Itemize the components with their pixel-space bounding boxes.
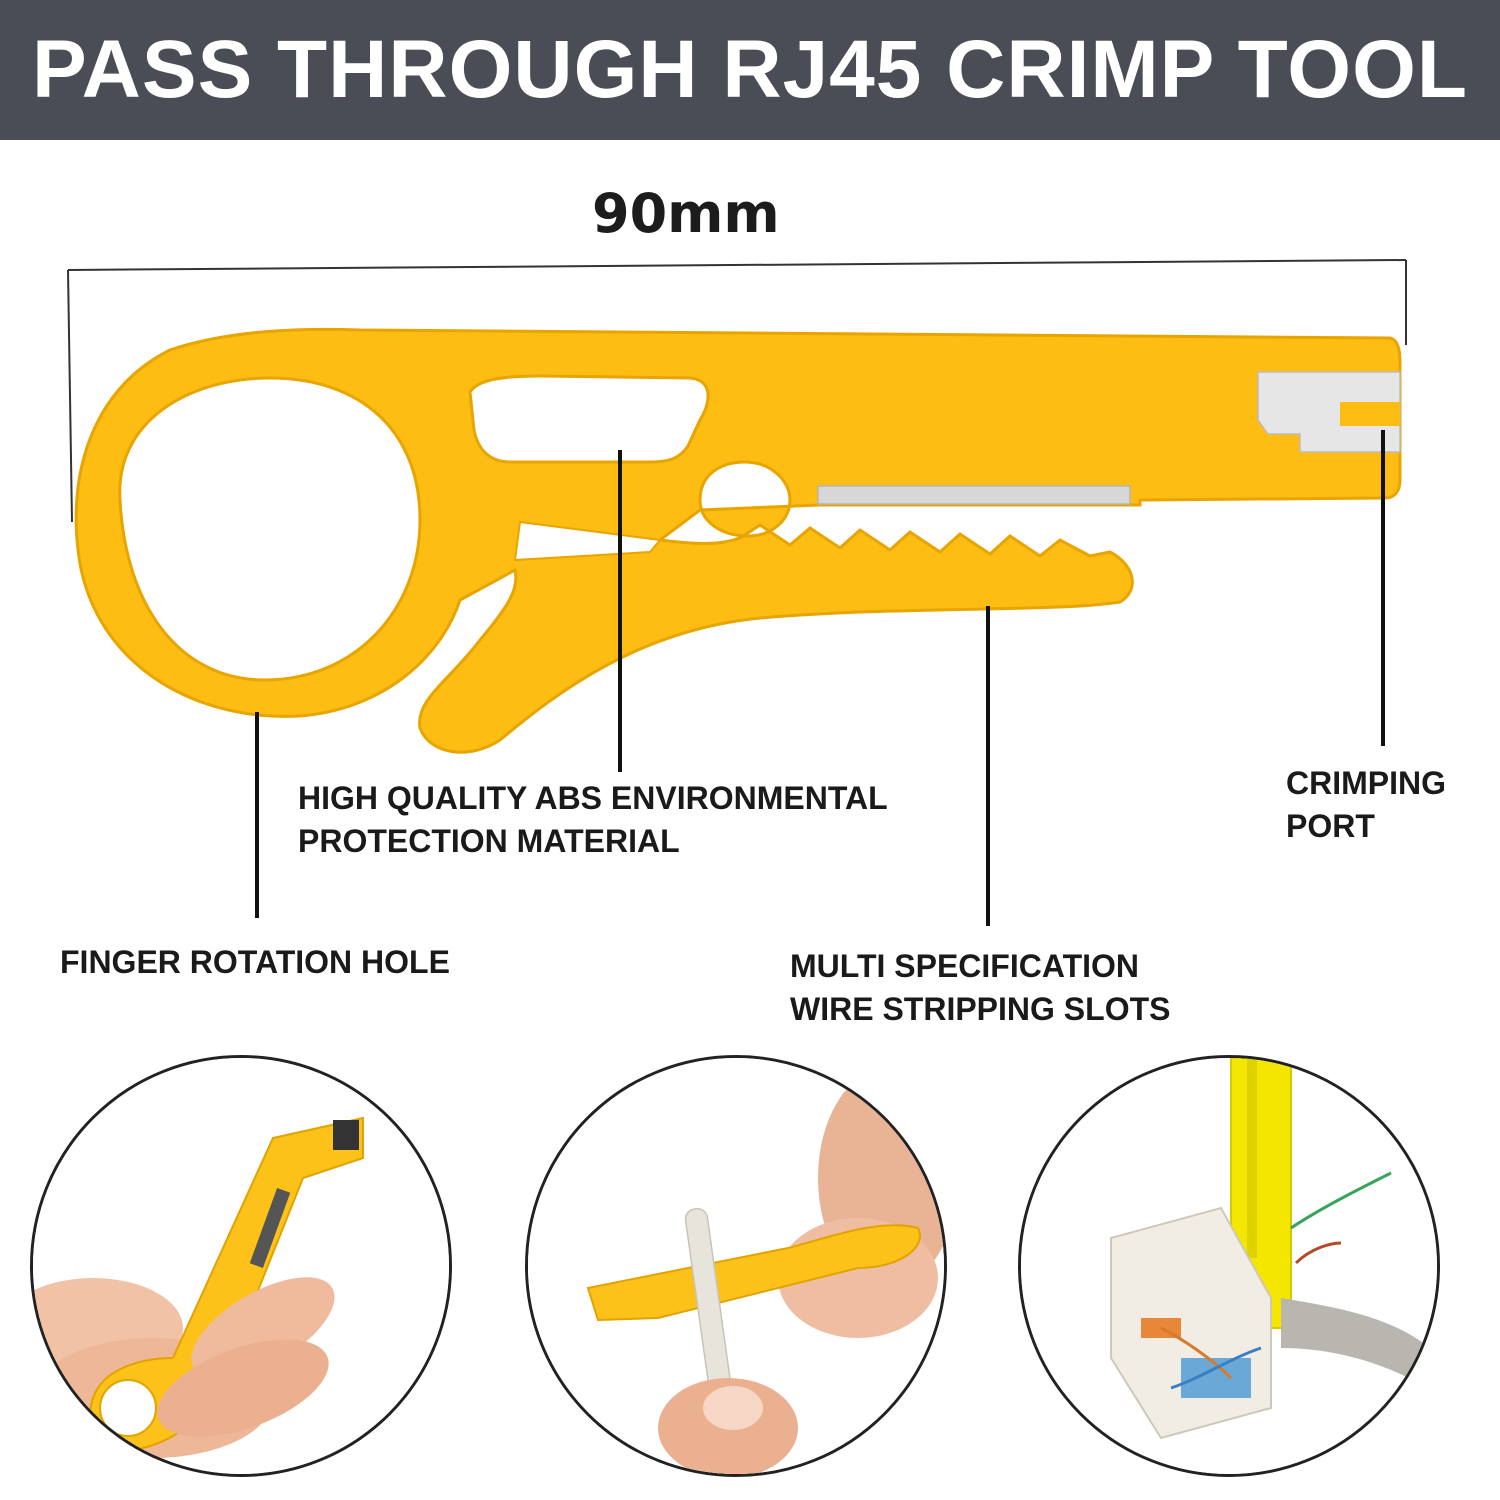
page-title: PASS THROUGH RJ45 CRIMP TOOL bbox=[32, 24, 1468, 115]
photo-keystone-jack bbox=[1018, 1055, 1440, 1477]
title-banner: PASS THROUGH RJ45 CRIMP TOOL bbox=[0, 0, 1500, 140]
hand-holding-tool-icon bbox=[33, 1058, 449, 1474]
photo-stripping-cable bbox=[525, 1055, 947, 1477]
keystone-jack-icon bbox=[1021, 1058, 1437, 1474]
stripping-cable-icon bbox=[528, 1058, 944, 1474]
callout-crimping-port: CRIMPING PORT bbox=[1286, 762, 1446, 848]
callout-material-line-1: HIGH QUALITY ABS ENVIRONMENTAL bbox=[298, 780, 888, 816]
callout-material-line-2: PROTECTION MATERIAL bbox=[298, 823, 680, 859]
leader-lines bbox=[255, 430, 1385, 926]
crimp-tool-icon bbox=[74, 327, 1402, 754]
tool-diagram bbox=[67, 259, 1407, 926]
callout-material: HIGH QUALITY ABS ENVIRONMENTAL PROTECTIO… bbox=[298, 777, 888, 863]
callout-stripping-slots: MULTI SPECIFICATION WIRE STRIPPING SLOTS bbox=[790, 945, 1170, 1031]
callout-crimping-line-2: PORT bbox=[1286, 808, 1375, 844]
callout-finger-line-1: FINGER ROTATION HOLE bbox=[60, 944, 450, 980]
callout-finger-hole: FINGER ROTATION HOLE bbox=[60, 941, 450, 984]
callout-crimping-line-1: CRIMPING bbox=[1286, 765, 1446, 801]
dimension-bracket bbox=[67, 259, 1407, 523]
dimension-label: 90mm bbox=[592, 182, 780, 245]
callout-slots-line-1: MULTI SPECIFICATION bbox=[790, 948, 1140, 984]
photo-hand-holding-tool bbox=[30, 1055, 452, 1477]
callout-slots-line-2: WIRE STRIPPING SLOTS bbox=[790, 991, 1171, 1027]
